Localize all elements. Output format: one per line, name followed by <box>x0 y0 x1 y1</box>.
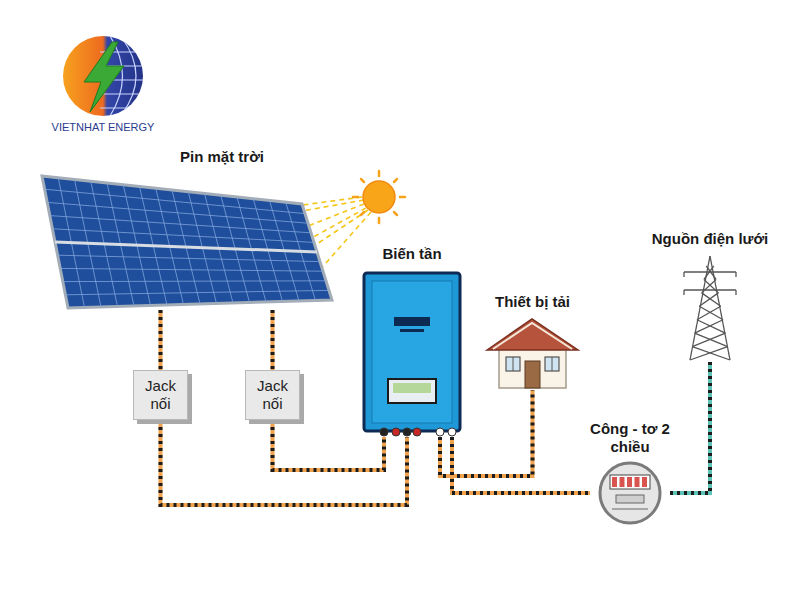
load-house: Thiết bị tải <box>485 293 580 390</box>
cable-dots <box>452 437 590 493</box>
logo <box>63 36 150 116</box>
cable <box>160 310 161 370</box>
cable-dots <box>670 362 710 493</box>
cable-sheath <box>159 310 163 370</box>
node-heading: Công - tơ 2 chiều <box>590 420 670 456</box>
inverter-box: Biến tần <box>362 245 462 437</box>
node-heading: Biến tần <box>362 245 462 263</box>
box-label: Jack nối <box>249 377 296 413</box>
junction-box: Jack nối <box>133 370 188 420</box>
cable-dots <box>159 310 163 370</box>
junction-box: Jack nối <box>245 370 300 420</box>
cable <box>452 437 590 493</box>
cable-dots <box>161 420 408 505</box>
cable-dots <box>271 310 275 370</box>
cable <box>670 362 710 493</box>
inverter-box-drawing <box>362 245 462 437</box>
cable <box>272 310 273 370</box>
grid-tower-drawing <box>640 230 780 362</box>
solar-panel-drawing <box>40 148 340 310</box>
bidirectional-meter: Công - tơ 2 chiều <box>590 420 670 525</box>
brand-name: VIETNHAT ENERGY <box>52 121 155 133</box>
cable-sheath <box>271 310 275 370</box>
solar-panel: Pin mặt trời <box>40 148 340 310</box>
grid-tower: Nguồn điện lưới <box>640 230 780 362</box>
node-heading: Pin mặt trời <box>40 148 340 166</box>
node-heading: Nguồn điện lưới <box>640 230 780 248</box>
cable <box>161 420 408 505</box>
cable-sheath <box>161 420 408 505</box>
box-label: Jack nối <box>137 377 184 413</box>
cable-sheath <box>452 437 590 493</box>
cable-sheath <box>670 362 710 493</box>
sun <box>353 171 405 223</box>
node-heading: Thiết bị tải <box>485 293 580 311</box>
